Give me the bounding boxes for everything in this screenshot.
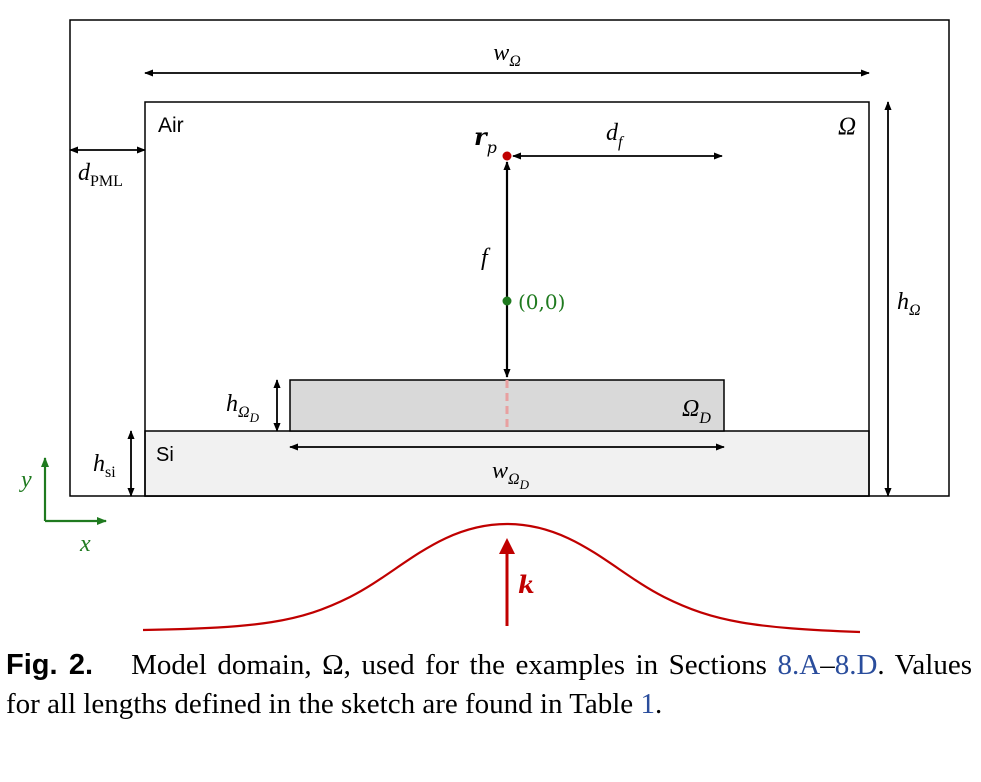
d-pml-label: dPML xyxy=(78,160,123,190)
rp-label: rp xyxy=(474,122,497,157)
w-omega-d-label: wΩD xyxy=(492,458,530,492)
caption-ref-table-1[interactable]: 1 xyxy=(640,688,655,720)
w-omega-label: wΩ xyxy=(493,40,521,70)
x-axis-label: x xyxy=(79,531,91,557)
caption-ref-section-8a[interactable]: 8.A xyxy=(777,649,821,681)
figure-caption: Fig. 2. Model domain, Ω, used for the exa… xyxy=(6,646,972,724)
gaussian-beam-profile xyxy=(142,522,861,634)
d-f-label: df xyxy=(606,120,625,151)
caption-ref-section-8d[interactable]: 8.D xyxy=(834,649,878,681)
caption-dash: – xyxy=(820,649,835,681)
h-omega-label: hΩ xyxy=(897,289,921,319)
rp-point xyxy=(502,151,512,161)
caption-text-2: . Values for all lengths defined in the … xyxy=(6,649,972,720)
air-label: Air xyxy=(158,114,184,137)
si-label: Si xyxy=(156,444,174,466)
caption-label: Fig. 2. xyxy=(6,649,94,681)
omega-label: Ω xyxy=(838,113,856,140)
k-arrowhead xyxy=(499,538,515,554)
omega-d-label: ΩD xyxy=(682,396,711,427)
caption-text-1: Model domain, Ω, used for the examples i… xyxy=(131,649,778,681)
y-axis-label: y xyxy=(19,467,32,493)
h-omega-d-label: hΩD xyxy=(226,391,260,425)
caption-end: . xyxy=(654,688,663,720)
origin-point xyxy=(502,296,512,306)
f-label: f xyxy=(481,245,491,271)
origin-label: (0,0) xyxy=(518,290,565,314)
k-label: k xyxy=(518,570,535,599)
h-si-label: hsi xyxy=(93,451,116,481)
omega-domain-boundary xyxy=(144,101,870,497)
model-domain-diagram: wΩ Air Ω dPML rp df f (0,0) hΩ hΩD ΩD Si… xyxy=(19,19,950,634)
